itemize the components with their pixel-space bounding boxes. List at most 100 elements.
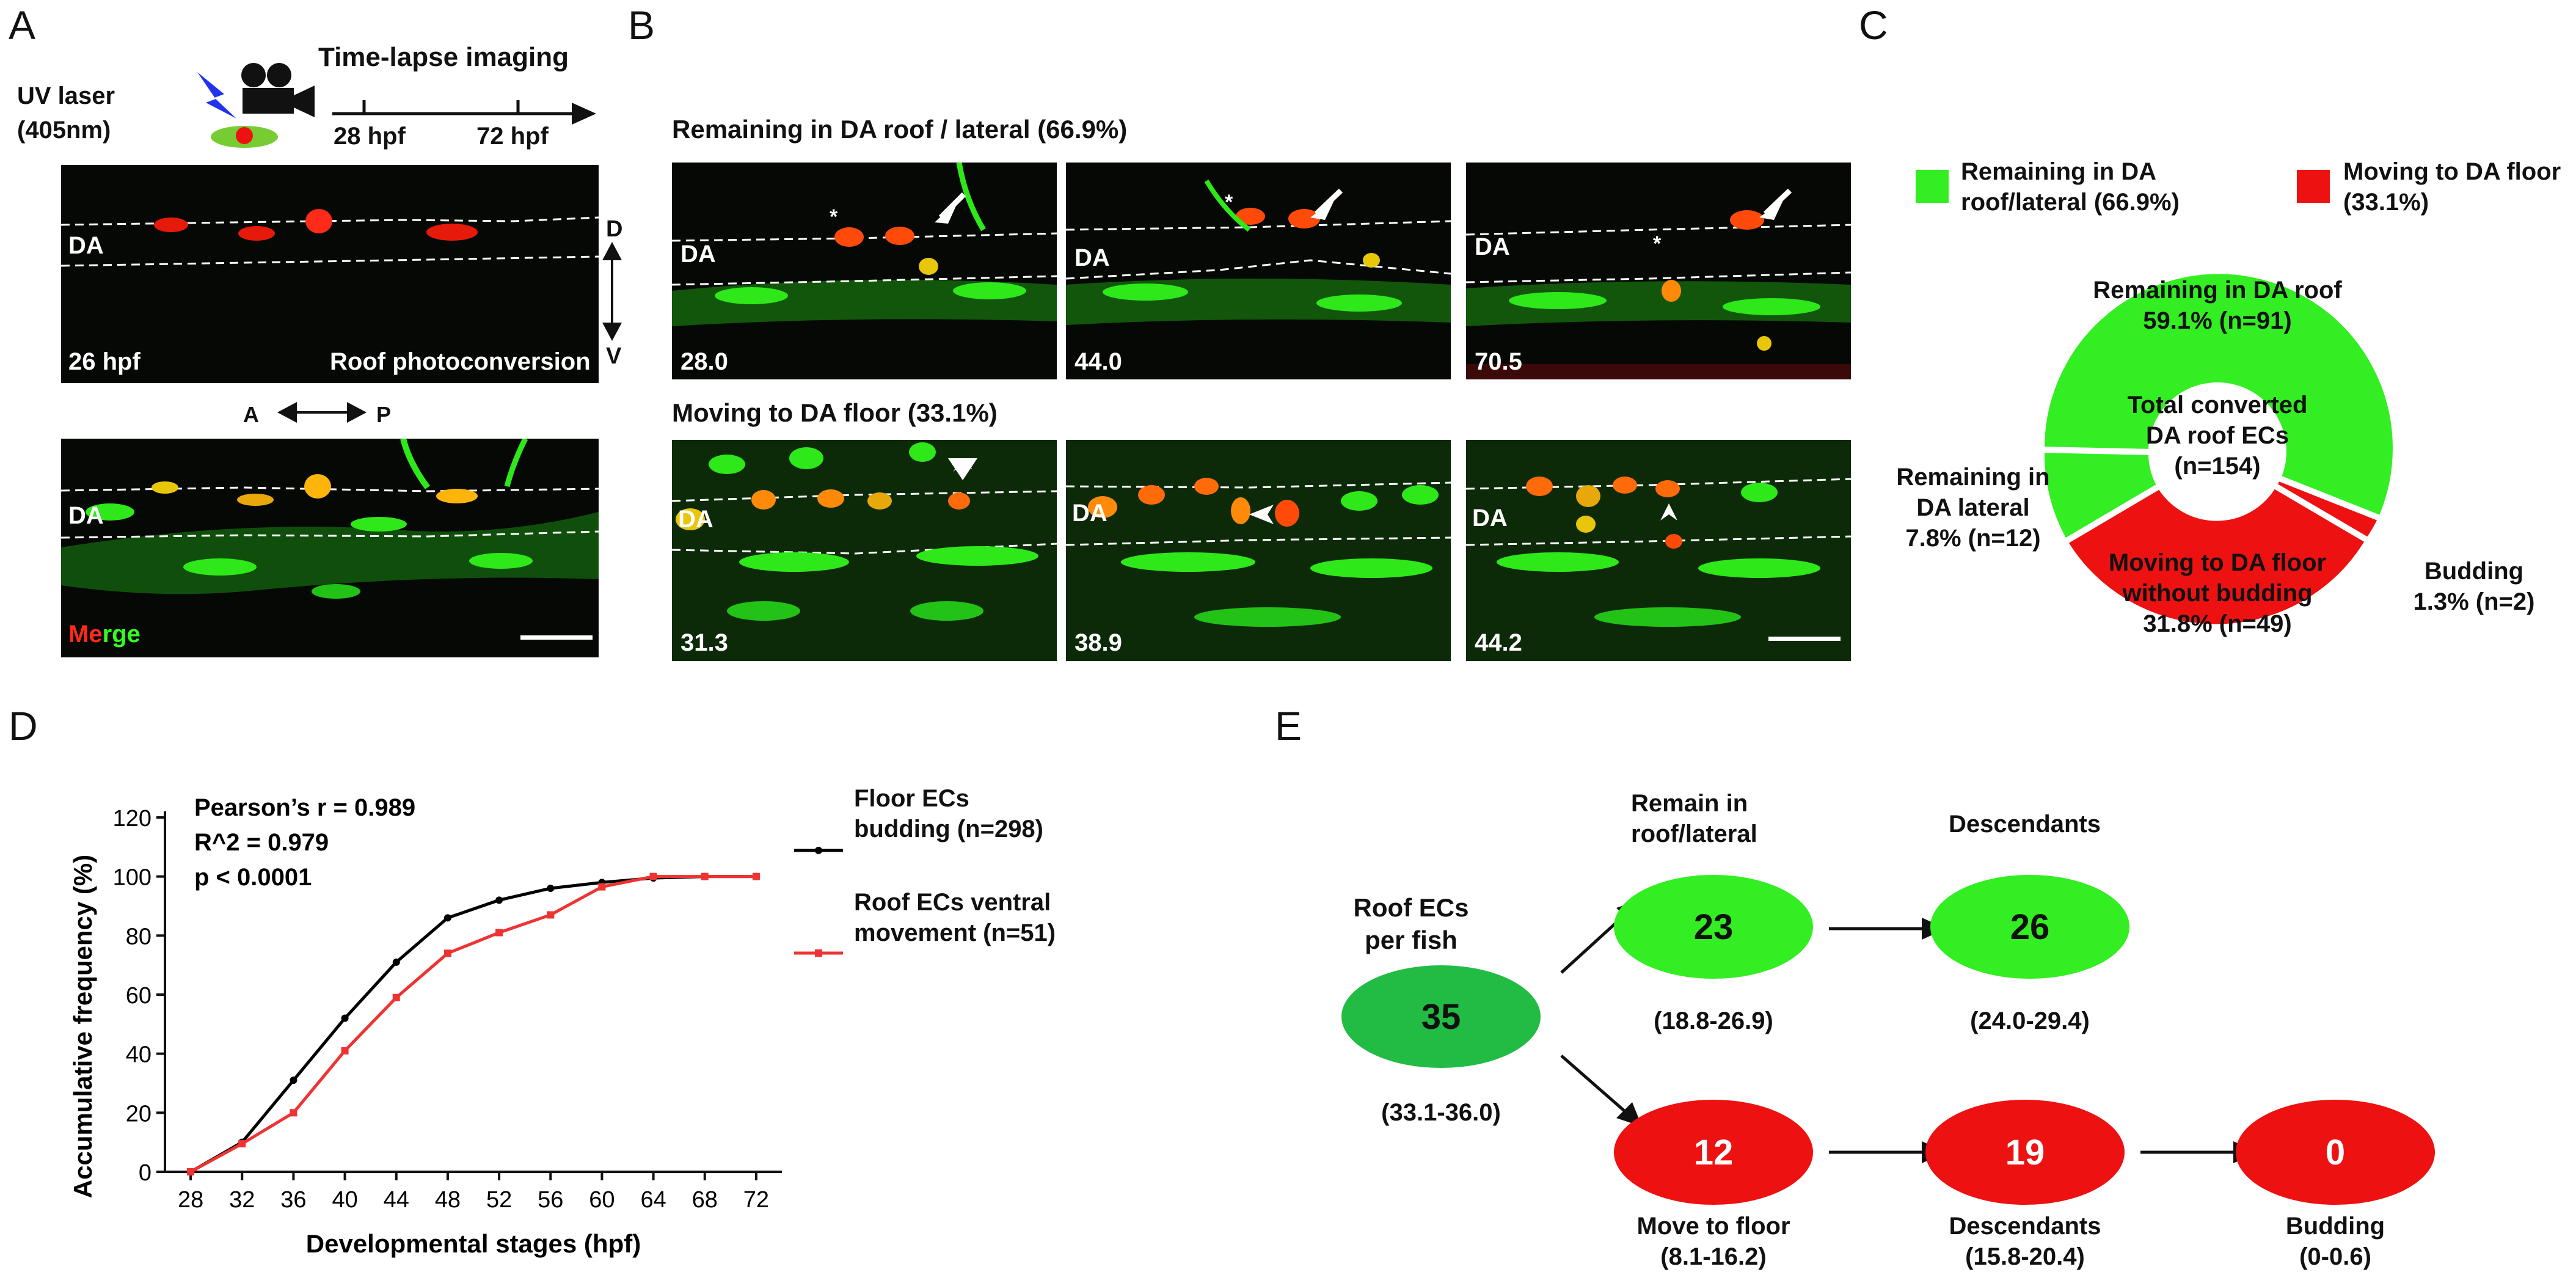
- slice-label-roof: Remaining in DA roof 59.1% (n=91): [2071, 275, 2364, 336]
- asterisk-mark: *: [1225, 191, 1233, 214]
- center-line2: DA roof ECs: [2145, 422, 2290, 449]
- budding-label: Budding (0-0.6): [2230, 1211, 2441, 1272]
- frame-time: 38.9: [1075, 629, 1122, 656]
- ci-desc-top: (24.0-29.4): [1970, 1007, 2090, 1034]
- axis-d: D: [606, 216, 623, 242]
- frame-roof-1: * DA 28.0: [672, 163, 1057, 379]
- data-point: [443, 914, 451, 922]
- y-tick-label: 60: [126, 983, 151, 1009]
- panel-a: UV laser (405nm) Time-lapse imaging 28 h…: [0, 0, 622, 666]
- center-line1: Total converted: [2127, 392, 2308, 419]
- target-cell-icon: [236, 127, 253, 144]
- legend-swatch-red: [2297, 170, 2330, 203]
- donut-center-label: Total converted DA roof ECs (n=154): [2107, 390, 2327, 481]
- panel-letter-e: E: [1275, 703, 1302, 748]
- series-line-0: [189, 875, 756, 1174]
- node-desc-top: 26: [1930, 875, 2129, 979]
- legend-marker: [815, 949, 822, 957]
- frame-roof-2: * DA 44.0: [1066, 163, 1451, 379]
- da-label: DA: [1072, 500, 1107, 527]
- data-point: [443, 949, 451, 957]
- x-tick-label: 36: [280, 1187, 306, 1213]
- data-point: [392, 993, 400, 1001]
- laser-camera-icon: [197, 63, 315, 148]
- da-label: DA: [1472, 505, 1508, 532]
- slice-floor-line2: without budding: [2122, 580, 2313, 607]
- da-label: DA: [68, 502, 104, 529]
- legend-marker: [815, 847, 822, 854]
- da-label: DA: [680, 241, 716, 268]
- y-tick-label: 20: [126, 1101, 151, 1127]
- x-tick-label: 72: [743, 1187, 769, 1213]
- camera-icon: [241, 63, 315, 117]
- micrograph-merge: DA Merge: [61, 439, 599, 657]
- slice-roof-line1: Remaining in DA roof: [2093, 277, 2342, 304]
- slice-floor-line1: Moving to DA floor: [2108, 549, 2327, 576]
- roof-line2: per fish: [1365, 925, 1458, 954]
- micrograph-roof-photoconversion: DA 26 hpf Roof photoconversion: [61, 165, 599, 383]
- legend-swatch-green: [1916, 170, 1949, 203]
- laser-bolt-icon: [197, 72, 236, 119]
- ci-roof-total: (33.1-36.0): [1381, 1099, 1501, 1126]
- panel-c: Remaining in DA roof/lateral (66.9%) Mov…: [1881, 0, 2576, 666]
- scale-bar: [1768, 637, 1841, 641]
- x-tick-label: 56: [538, 1187, 563, 1213]
- remain-line2: roof/lateral: [1631, 821, 1757, 847]
- axis-a: A: [243, 402, 259, 427]
- axis-v: V: [606, 343, 622, 369]
- da-label: DA: [68, 232, 104, 259]
- desc-bottom-line1: Descendants: [1949, 1213, 2101, 1240]
- slice-lat-line3: 7.8% (n=12): [1905, 525, 2041, 552]
- slice-lat-line2: DA lateral: [1916, 494, 2030, 521]
- roof-line1: Roof ECs: [1353, 893, 1469, 922]
- series-line-1: [189, 875, 756, 1174]
- data-point: [341, 1014, 349, 1022]
- y-axis-label: Accumulative frequency (%): [68, 855, 97, 1199]
- y-tick-label: 80: [126, 924, 151, 949]
- data-point: [495, 896, 503, 904]
- stat-r2: R^2 = 0.979: [194, 829, 329, 856]
- frame-floor-3: DA 44.2: [1466, 440, 1851, 661]
- data-point: [547, 885, 555, 892]
- node-budding: 0: [2236, 1100, 2435, 1205]
- desc-bottom-label: Descendants (15.8-20.4): [1907, 1211, 2143, 1272]
- y-tick-label: 120: [113, 806, 151, 832]
- data-point: [392, 958, 400, 966]
- x-tick-label: 60: [589, 1187, 615, 1213]
- slice-bud-line2: 1.3% (n=2): [2413, 588, 2535, 615]
- da-label: DA: [1475, 233, 1510, 260]
- dv-axis-arrow: [602, 242, 622, 341]
- slice-roof-line2: 59.1% (n=91): [2143, 307, 2292, 334]
- timelapse-label: Time-lapse imaging: [318, 42, 569, 72]
- y-tick-label: 0: [139, 1160, 151, 1186]
- data-point: [547, 911, 555, 919]
- y-tick-label: 100: [113, 865, 151, 891]
- donut-slice-floor: [2062, 482, 2371, 631]
- frame-time: 44.2: [1475, 629, 1522, 656]
- asterisk-mark: *: [1653, 232, 1662, 255]
- desc-top-label: Descendants: [1949, 811, 2101, 838]
- time-label: 26 hpf: [68, 348, 140, 375]
- roof-ecs-label: Roof ECs per fish: [1332, 892, 1491, 956]
- merge-label: Merge: [68, 622, 140, 646]
- panel-letter-c: C: [1859, 2, 1888, 48]
- panel-letter-b: B: [628, 2, 655, 48]
- slice-lat-line1: Remaining in: [1896, 464, 2050, 491]
- slice-label-budding: Budding 1.3% (n=2): [2401, 556, 2547, 617]
- legend-red-line2: movement (n=51): [854, 919, 1056, 946]
- frame-floor-2: DA 38.9: [1066, 440, 1451, 661]
- legend-label-black: Floor ECs budding (n=298): [854, 783, 1043, 844]
- legend-label-red: Moving to DA floor (33.1%): [2343, 158, 2561, 216]
- data-point: [649, 872, 657, 880]
- panel-letter-a: A: [9, 2, 36, 48]
- x-tick-label: 64: [640, 1187, 666, 1213]
- legend-red-line1: Roof ECs ventral: [854, 889, 1051, 916]
- data-point: [598, 883, 606, 891]
- axis-p: P: [376, 402, 392, 427]
- frame-floor-1: DA 31.3: [672, 440, 1057, 661]
- ap-axis-arrow: [277, 402, 367, 423]
- remain-label: Remain in roof/lateral: [1631, 788, 1757, 849]
- scale-bar: [520, 635, 593, 640]
